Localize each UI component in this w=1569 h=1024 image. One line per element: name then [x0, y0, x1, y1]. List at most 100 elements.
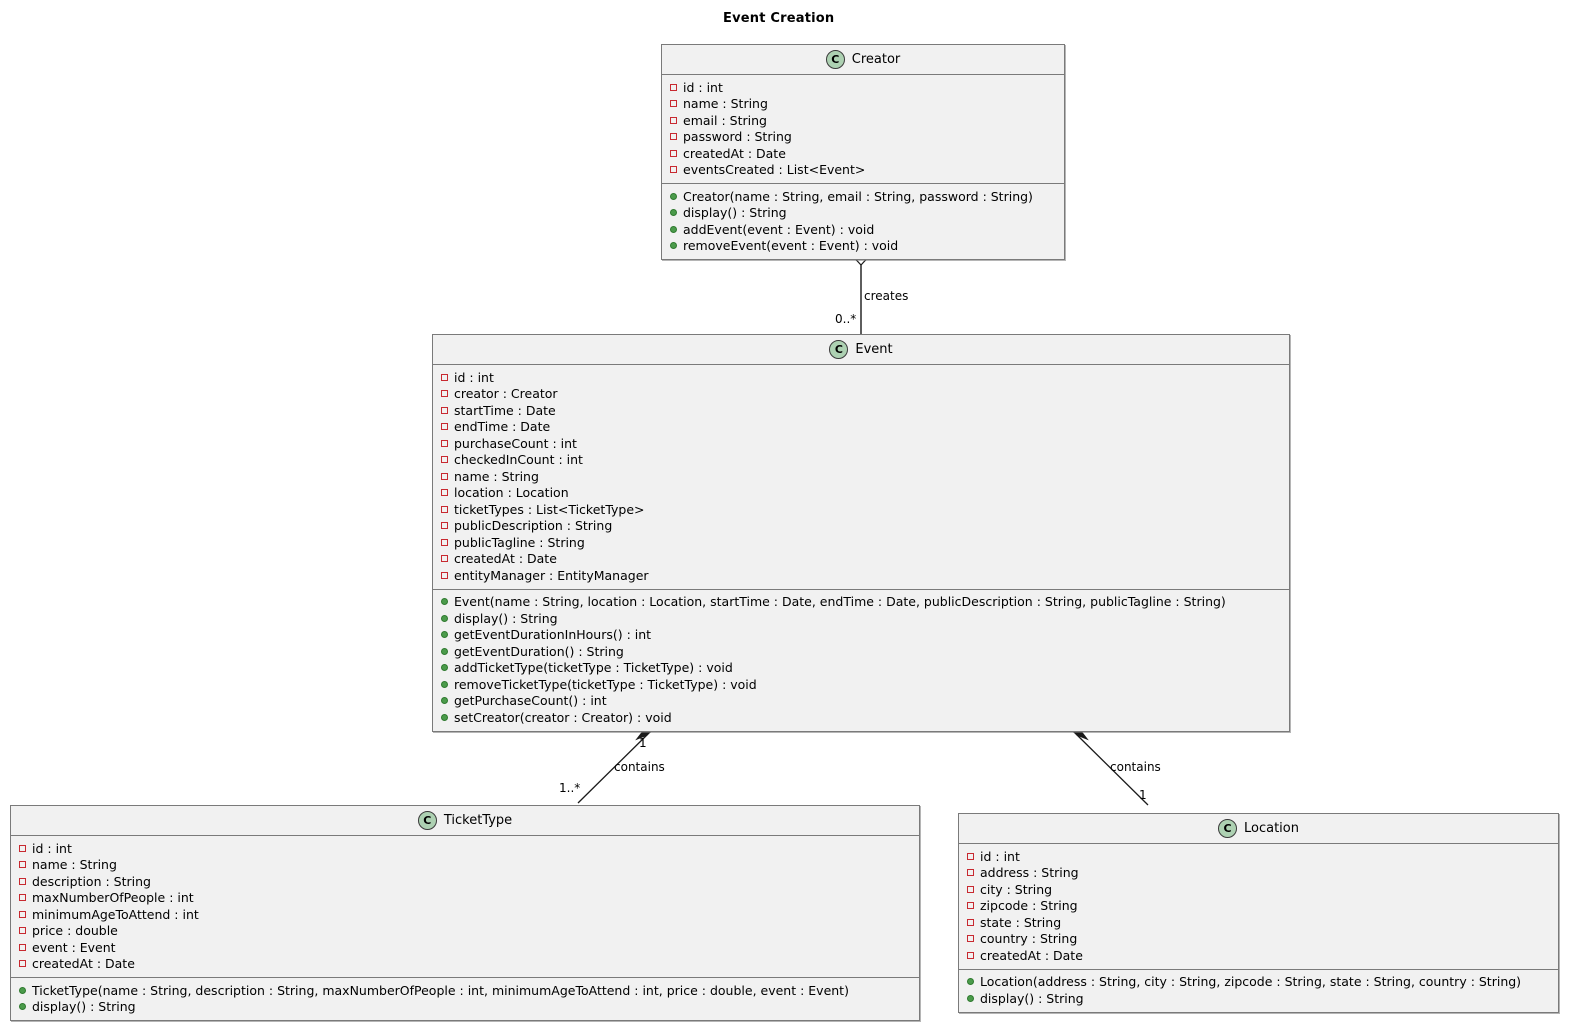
attribute-label: endTime : Date [454, 419, 551, 435]
method-label: addEvent(event : Event) : void [683, 221, 875, 237]
class-attribute-row: id : int [664, 79, 1062, 96]
attribute-label: checkedInCount : int [454, 452, 583, 468]
class-method-row: setCreator(creator : Creator) : void [435, 709, 1287, 726]
class-method-row: addTicketType(ticketType : TicketType) :… [435, 660, 1287, 677]
methods-section-tickettype: TicketType(name : String, description : … [11, 977, 919, 1020]
public-visibility-icon [441, 598, 448, 606]
class-attribute-row: city : String [961, 881, 1556, 898]
attribute-label: address : String [980, 865, 1079, 881]
method-label: getPurchaseCount() : int [454, 693, 607, 709]
relationship-label-contains-tickettype: contains [614, 760, 665, 774]
public-visibility-icon [441, 697, 448, 705]
private-visibility-icon [967, 885, 974, 893]
class-attribute-row: startTime : Date [435, 402, 1287, 419]
class-attribute-row: endTime : Date [435, 419, 1287, 436]
private-visibility-icon [19, 943, 26, 951]
relationship-multiplicity-creates-target: 0..* [835, 312, 857, 326]
attribute-label: ticketTypes : List<TicketType> [454, 501, 645, 517]
attribute-label: id : int [683, 79, 723, 95]
class-name-label: Event [855, 342, 893, 357]
public-visibility-icon [441, 713, 448, 721]
attribute-label: zipcode : String [980, 898, 1078, 914]
attribute-label: publicDescription : String [454, 518, 613, 534]
class-method-row: display() : String [435, 610, 1287, 627]
private-visibility-icon [19, 894, 26, 902]
class-attribute-row: ticketTypes : List<TicketType> [435, 501, 1287, 518]
method-label: display() : String [683, 205, 787, 221]
class-method-row: display() : String [664, 205, 1062, 222]
class-attribute-row: country : String [961, 931, 1556, 948]
method-label: removeEvent(event : Event) : void [683, 238, 899, 254]
attribute-label: event : Event [32, 939, 116, 955]
class-icon: C [1218, 819, 1237, 838]
public-visibility-icon [441, 631, 448, 639]
private-visibility-icon [441, 373, 448, 381]
attribute-label: description : String [32, 873, 151, 889]
class-attribute-row: entityManager : EntityManager [435, 567, 1287, 584]
method-label: Event(name : String, location : Location… [454, 594, 1226, 610]
class-method-row: getEventDurationInHours() : int [435, 627, 1287, 644]
private-visibility-icon [967, 935, 974, 943]
class-attribute-row: minimumAgeToAttend : int [13, 906, 917, 923]
attribute-label: name : String [32, 857, 117, 873]
private-visibility-icon [19, 844, 26, 852]
class-header-tickettype: C TicketType [11, 806, 919, 836]
class-attribute-row: state : String [961, 914, 1556, 931]
method-label: display() : String [980, 990, 1084, 1006]
attribute-label: id : int [980, 848, 1020, 864]
public-visibility-icon [441, 680, 448, 688]
methods-section-creator: Creator(name : String, email : String, p… [662, 183, 1064, 259]
public-visibility-icon [441, 647, 448, 655]
class-attribute-row: zipcode : String [961, 898, 1556, 915]
private-visibility-icon [670, 149, 677, 157]
public-visibility-icon [967, 978, 974, 986]
class-method-row: removeTicketType(ticketType : TicketType… [435, 676, 1287, 693]
private-visibility-icon [441, 522, 448, 530]
public-visibility-icon [670, 242, 677, 250]
attribute-label: createdAt : Date [32, 956, 135, 972]
private-visibility-icon [441, 571, 448, 579]
private-visibility-icon [441, 489, 448, 497]
class-attribute-row: price : double [13, 923, 917, 940]
private-visibility-icon [441, 406, 448, 414]
class-attribute-row: address : String [961, 865, 1556, 882]
private-visibility-icon [967, 918, 974, 926]
class-attribute-row: id : int [435, 369, 1287, 386]
attribute-label: email : String [683, 112, 767, 128]
class-attribute-row: eventsCreated : List<Event> [664, 162, 1062, 179]
private-visibility-icon [19, 861, 26, 869]
class-attribute-row: purchaseCount : int [435, 435, 1287, 452]
attribute-label: entityManager : EntityManager [454, 567, 649, 583]
class-method-row: Location(address : String, city : String… [961, 974, 1556, 991]
attribute-label: purchaseCount : int [454, 435, 577, 451]
class-attribute-row: createdAt : Date [961, 947, 1556, 964]
method-label: Creator(name : String, email : String, p… [683, 188, 1033, 204]
private-visibility-icon [441, 472, 448, 480]
public-visibility-icon [19, 986, 26, 994]
method-label: display() : String [454, 610, 558, 626]
public-visibility-icon [19, 1003, 26, 1011]
private-visibility-icon [441, 390, 448, 398]
attribute-label: publicTagline : String [454, 534, 585, 550]
class-attribute-row: name : String [435, 468, 1287, 485]
private-visibility-icon [670, 116, 677, 124]
attribute-label: startTime : Date [454, 402, 556, 418]
class-header-location: C Location [959, 814, 1558, 844]
class-attribute-row: id : int [961, 848, 1556, 865]
class-attribute-row: createdAt : Date [13, 956, 917, 973]
class-attribute-row: publicDescription : String [435, 518, 1287, 535]
private-visibility-icon [967, 852, 974, 860]
class-attribute-row: checkedInCount : int [435, 452, 1287, 469]
attribute-label: createdAt : Date [454, 551, 557, 567]
diagram-title: Event Creation [723, 11, 835, 26]
class-name-label: Creator [851, 52, 901, 67]
private-visibility-icon [670, 133, 677, 141]
private-visibility-icon [441, 456, 448, 464]
